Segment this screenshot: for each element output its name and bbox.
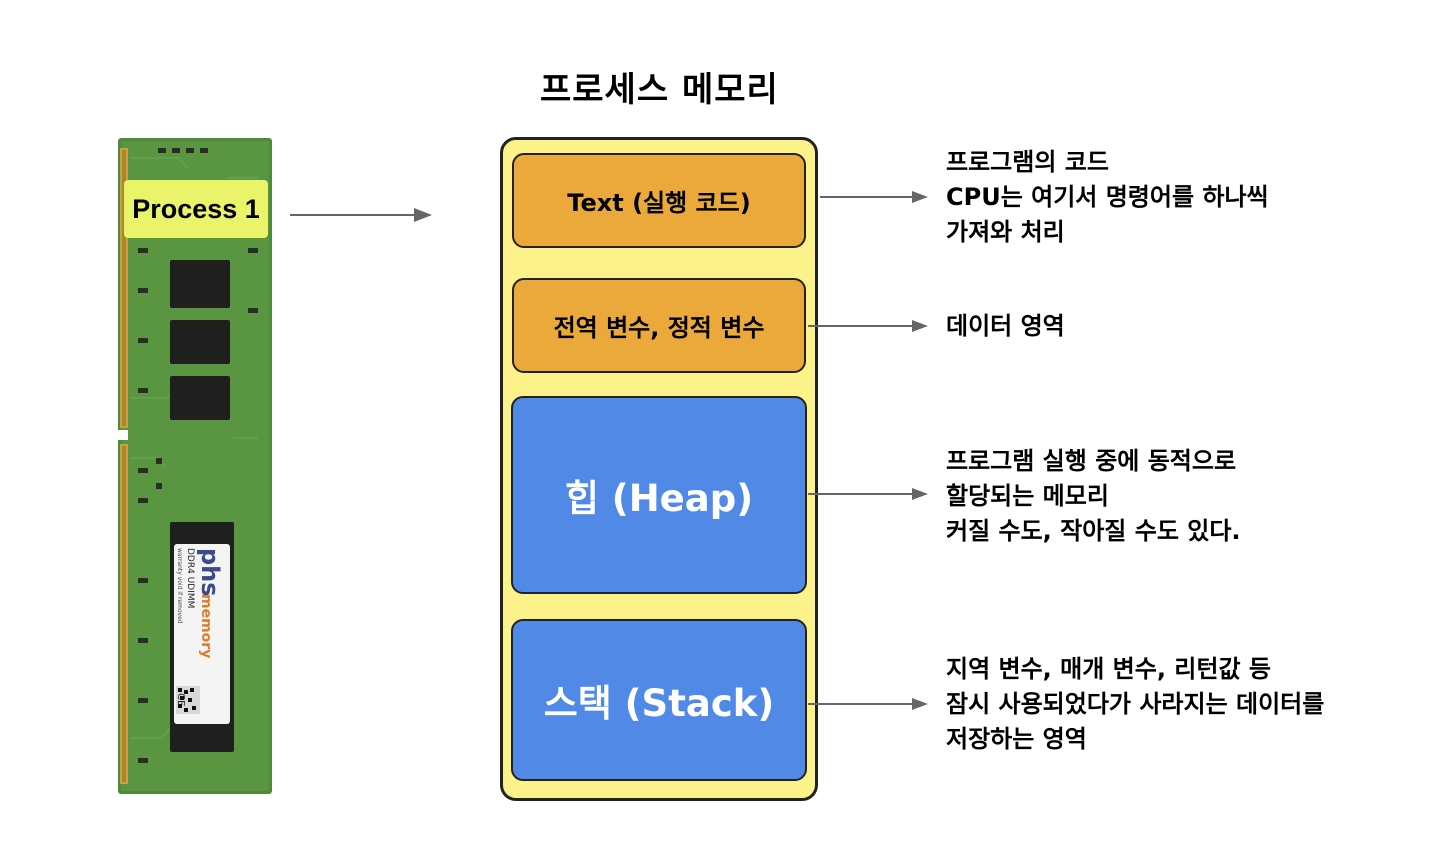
description-line: 할당되는 메모리 — [946, 482, 1109, 510]
data-segment-label: 전역 변수, 정적 변수 — [553, 314, 765, 342]
description-line: 커질 수도, 작아질 수도 있다. — [946, 517, 1241, 545]
heap-segment-arrow — [808, 488, 928, 500]
description-line: CPU는 여기서 명령어를 하나씩 — [946, 183, 1269, 211]
heap-segment-description: 프로그램 실행 중에 동적으로 할당되는 메모리 커질 수도, 작아질 수도 있… — [946, 444, 1241, 549]
heap-segment-label: 힙 (Heap) — [564, 477, 754, 520]
stack-segment-label: 스택 (Stack) — [543, 682, 775, 725]
text-segment-description: 프로그램의 코드 CPU는 여기서 명령어를 하나씩 가져와 처리 — [946, 145, 1269, 250]
stack-segment-arrow — [808, 698, 928, 710]
data-segment-arrow — [808, 320, 928, 332]
text-segment: Text (실행 코드) — [512, 153, 806, 248]
description-line: 잠시 사용되었다가 사라지는 데이터를 — [946, 690, 1325, 718]
description-line: 가져와 처리 — [946, 218, 1065, 246]
description-line: 저장하는 영역 — [946, 725, 1087, 753]
diagram-title: 프로세스 메모리 — [540, 70, 779, 110]
heap-segment: 힙 (Heap) — [511, 396, 807, 594]
process-to-memory-arrow — [290, 208, 432, 222]
process-label: Process 1 — [124, 180, 268, 238]
description-line: 프로그램의 코드 — [946, 148, 1109, 176]
ram-module-image: phs memory DDR4 UDIMM warranty void if r… — [118, 138, 272, 794]
sticker-model: DDR4 UDIMM — [185, 548, 195, 608]
data-segment-description: 데이터 영역 — [946, 309, 1065, 344]
sticker-ce-mark: CE — [175, 693, 186, 706]
description-line: 데이터 영역 — [946, 312, 1065, 340]
stack-segment: 스택 (Stack) — [511, 619, 807, 781]
data-segment: 전역 변수, 정적 변수 — [512, 278, 806, 373]
sticker-warranty: warranty void if removed — [176, 548, 183, 624]
sticker-brand-memory: memory — [198, 594, 214, 658]
text-segment-arrow — [820, 191, 928, 203]
description-line: 프로그램 실행 중에 동적으로 — [946, 447, 1237, 475]
text-segment-label: Text (실행 코드) — [567, 189, 751, 217]
sticker-brand-phs: phs — [196, 548, 224, 597]
description-line: 지역 변수, 매개 변수, 리턴값 등 — [946, 655, 1271, 683]
stack-segment-description: 지역 변수, 매개 변수, 리턴값 등 잠시 사용되었다가 사라지는 데이터를 … — [946, 652, 1324, 757]
